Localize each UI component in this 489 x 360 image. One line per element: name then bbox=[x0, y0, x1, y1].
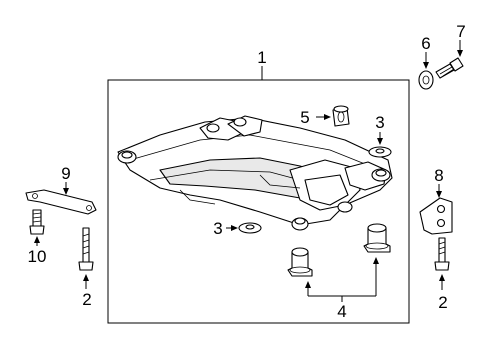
callout-2-left-label: 2 bbox=[82, 290, 91, 309]
part-3-washer-upper[interactable] bbox=[368, 146, 392, 158]
callout-5-label: 5 bbox=[300, 108, 309, 127]
part-2-bolt-left[interactable] bbox=[78, 227, 94, 271]
callout-1-label: 1 bbox=[257, 48, 266, 67]
callout-6[interactable]: 6 bbox=[421, 34, 431, 69]
callout-3-upper-label: 3 bbox=[375, 113, 384, 132]
part-5-bushing[interactable] bbox=[332, 105, 350, 127]
callout-10-label: 10 bbox=[28, 247, 47, 266]
part-4-bushing-left[interactable] bbox=[287, 247, 313, 277]
callout-10[interactable]: 10 bbox=[28, 236, 47, 266]
part-10-bolt[interactable] bbox=[29, 209, 45, 235]
callout-3-lower[interactable]: 3 bbox=[213, 219, 238, 238]
callout-4-label: 4 bbox=[337, 302, 346, 321]
callout-8[interactable]: 8 bbox=[434, 166, 444, 198]
part-8-bracket[interactable] bbox=[419, 197, 453, 235]
part-6-nut[interactable] bbox=[418, 70, 434, 90]
callout-3-lower-label: 3 bbox=[213, 219, 222, 238]
callout-5[interactable]: 5 bbox=[300, 108, 331, 127]
callout-7-label: 7 bbox=[456, 22, 465, 41]
callout-7[interactable]: 7 bbox=[456, 22, 466, 57]
part-4-bushing-right[interactable] bbox=[363, 223, 391, 253]
callout-1[interactable]: 1 bbox=[257, 48, 267, 80]
part-7-bolt[interactable] bbox=[435, 57, 464, 79]
assembly-frame-box bbox=[107, 79, 410, 324]
part-2-bolt-right[interactable] bbox=[434, 237, 450, 271]
callout-2-left[interactable]: 2 bbox=[82, 274, 92, 309]
callout-8-label: 8 bbox=[434, 166, 443, 185]
part-9-plate[interactable] bbox=[25, 189, 97, 215]
callout-6-label: 6 bbox=[421, 34, 430, 53]
callout-9-label: 9 bbox=[61, 164, 70, 183]
callout-2-right-label: 2 bbox=[438, 293, 447, 312]
callout-2-right[interactable]: 2 bbox=[438, 274, 448, 312]
callout-4[interactable]: 4 bbox=[305, 257, 379, 321]
subframe-crossmember[interactable] bbox=[117, 115, 393, 231]
callout-3-upper[interactable]: 3 bbox=[375, 113, 385, 145]
part-3-washer-lower[interactable] bbox=[238, 222, 262, 234]
callout-9[interactable]: 9 bbox=[61, 164, 71, 195]
